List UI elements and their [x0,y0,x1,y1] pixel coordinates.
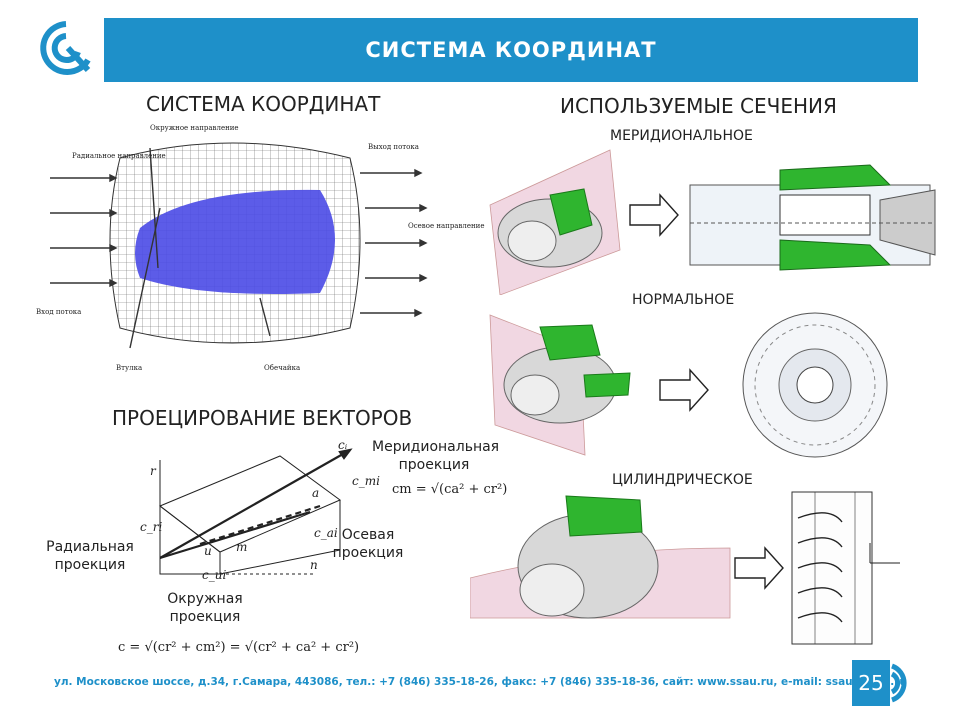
label-cri: c_ri [140,520,163,534]
main-formula: c = √(cr² + cm²) = √(cr² + ca² + cr²) [118,640,360,655]
annotation-shroud: Обечайка [264,364,301,372]
annotation-hub: Втулка [116,364,143,372]
label-ci: cᵢ [338,438,348,452]
normal-label: НОРМАЛЬНОЕ [632,292,735,308]
label-cui: c_ui [202,568,227,582]
sections-title: ИСПОЛЬЗУЕМЫЕ СЕЧЕНИЯ [560,94,837,118]
label-m: m [236,540,248,554]
label-n: n [310,558,318,572]
meridional-projection-label: Меридиональная проекция [372,439,500,473]
coord-system-title: СИСТЕМА КООРДИНАТ [146,92,381,116]
footer-contact: ул. Московское шоссе, д.34, г.Самара, 44… [54,676,907,688]
normal-section-illustration [480,305,940,465]
page-number: 25 [852,660,890,706]
label-cmi: c_mi [352,474,380,488]
circumferential-projection-label: Окружная проекция [167,591,243,625]
annotation-inlet: Вход потока [36,308,82,316]
header-bar [104,18,918,82]
meridional-section-illustration [480,145,940,296]
radial-projection-label: Радиальная проекция [46,539,134,573]
annotation-axial: Осевое направление [408,222,485,230]
meridional-formula: cm = √(ca² + cr²) [392,482,508,497]
label-cai: c_ai [314,526,338,540]
page-title: СИСТЕМА КООРДИНАТ [365,38,657,62]
footer-logo-icon [890,660,920,706]
university-logo-icon [38,20,94,82]
coord-system-diagram [30,118,490,388]
annotation-outlet: Выход потока [368,143,419,151]
annotation-circumferential: Окружное направление [150,124,239,132]
cylindrical-label: ЦИЛИНДРИЧЕСКОЕ [612,472,753,488]
meridional-label: МЕРИДИОНАЛЬНОЕ [610,128,753,144]
cylindrical-section-illustration [469,488,940,653]
vector-diagram [140,440,370,590]
label-a: a [312,486,320,500]
label-u: u [204,544,212,558]
label-r: r [150,464,156,478]
axial-projection-label: Осевая проекция [332,527,404,561]
projection-title: ПРОЕЦИРОВАНИЕ ВЕКТОРОВ [112,406,413,430]
annotation-radial: Радиальное направление [72,152,166,160]
